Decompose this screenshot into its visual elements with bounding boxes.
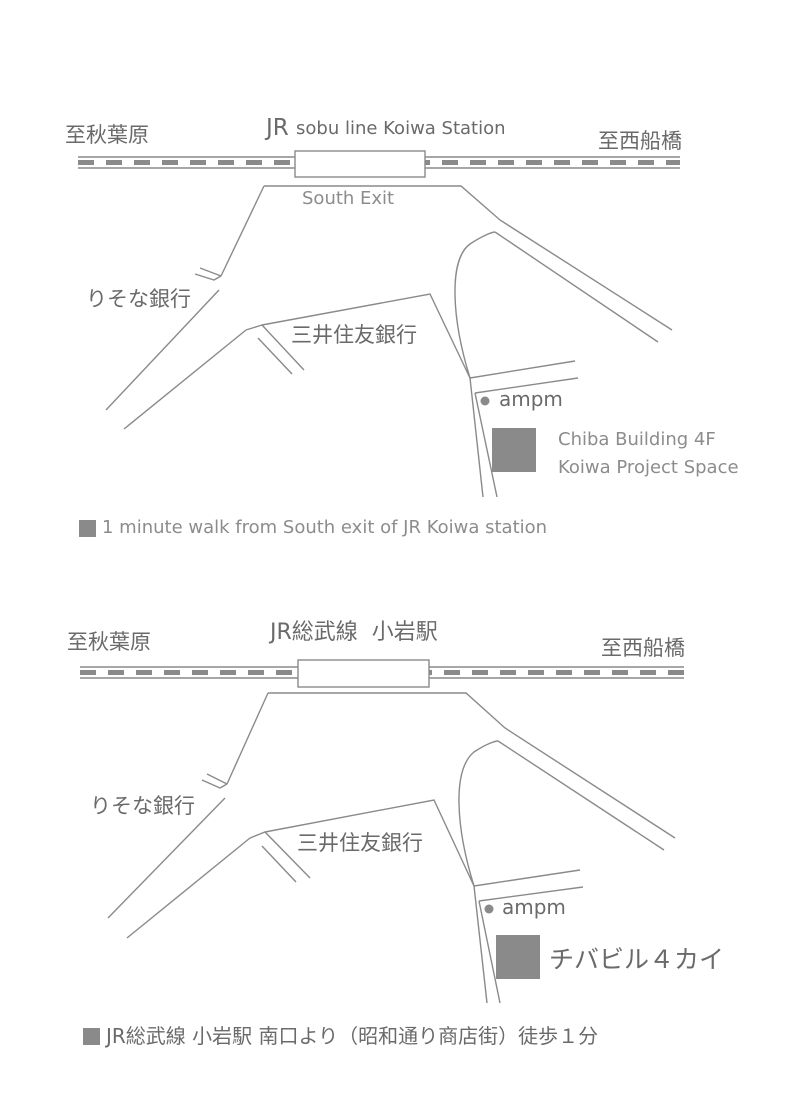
road-right-edge [497,740,665,851]
road-lower-left-2 [126,837,251,939]
road-lower-left-1 [105,289,220,411]
road-left-edge [220,185,265,277]
note-square-icon [83,1027,100,1045]
ampm-label: ampm [502,895,566,919]
direction-akihabara-label: 至秋葉原 [67,630,151,654]
direction-nishifunabashi-label: 至西船橋 [601,636,685,660]
building-label-line2: Koiwa Project Space [558,457,739,478]
direction-nishifunabashi-label: 至西船橋 [598,129,682,153]
station-jr-label: JR [266,115,289,141]
lower-street-left [478,900,501,1004]
ampm-road-bottom [474,377,579,394]
smbc-corner-2 [261,845,297,883]
station-building [297,659,430,688]
building-marker [496,935,540,979]
road-network [78,150,680,498]
note-square-icon [79,519,96,537]
building-marker [492,428,536,472]
access-note-text: 1 minute walk from South exit of JR Koiw… [102,517,548,538]
resona-corner-2 [199,267,222,277]
road-network-jp [80,659,684,1004]
station-building [294,150,426,178]
resona-corner-2 [206,773,228,785]
road-lower-left-2 [123,329,247,430]
direction-akihabara-label: 至秋葉原 [65,123,149,147]
access-note-english: 1 minute walk from South exit of JR Koiw… [79,519,547,537]
curved-road [454,231,496,379]
building-label: チバビル４カイ [549,945,725,974]
ampm-road-top [469,360,576,379]
smbc-bank-label: 三井住友銀行 [297,831,423,855]
station-name-label: JR総武線 小岩駅 [270,620,438,645]
smbc-corner [245,324,305,371]
lower-street-right [473,885,488,1004]
lower-street-right [469,377,484,498]
access-note-japanese: JR総武線 小岩駅 南口より（昭和通り商店街）徒歩１分 [83,1026,598,1046]
ampm-dot [484,904,494,914]
road-top-edge [268,692,676,839]
smbc-block [261,293,471,379]
south-exit-label: South Exit [302,188,395,209]
road-right-edge [494,231,659,343]
road-left-edge [226,692,269,785]
access-note-text: JR総武線 小岩駅 南口より（昭和通り商店街）徒歩１分 [106,1024,599,1048]
ampm-road-top [473,869,581,887]
road-top-edge [264,185,673,331]
map-english: 至秋葉原 至西船橋 JR sobu line Koiwa Station Sou… [0,0,787,550]
ampm-dot [480,396,490,406]
resona-bank-label: りそな銀行 [90,794,195,818]
map-japanese: 至秋葉原 至西船橋 JR総武線 小岩駅 りそな銀行 三井住友銀行 ampm チバ… [0,508,787,1058]
road-lower-left-1 [107,797,226,919]
smbc-corner-2 [257,337,293,375]
ampm-road-bottom [478,886,584,902]
station-name-label: sobu line Koiwa Station [296,118,506,139]
ampm-label: ampm [499,387,563,411]
lower-street-left [474,392,498,498]
resona-corner [201,779,228,789]
smbc-corner [249,831,311,879]
resona-corner [194,273,222,281]
resona-bank-label: りそな銀行 [86,287,191,311]
smbc-block [264,799,475,887]
smbc-bank-label: 三井住友銀行 [291,323,417,347]
building-label-line1: Chiba Building 4F [558,429,716,450]
curved-road [458,740,499,887]
